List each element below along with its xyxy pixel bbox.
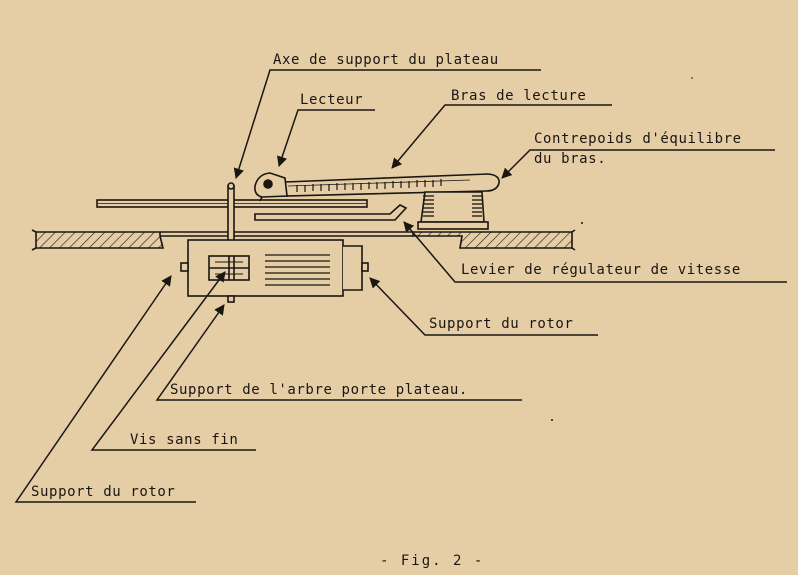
- leader-lecteur: [277, 109, 375, 167]
- leader-axe: [233, 69, 541, 180]
- label-contrepoids-line2: du bras.: [534, 151, 607, 167]
- leader-vis: [90, 271, 256, 451]
- label-contrepoids-line1: Contrepoids d'équilibre: [534, 131, 742, 147]
- base-plate: [31, 229, 576, 251]
- label-support-rotor-left: Support du rotor: [31, 484, 176, 500]
- leader-contrepoids: [501, 149, 775, 179]
- leader-arbre: [155, 304, 522, 401]
- leader-rotor-left: [14, 275, 196, 503]
- label-support-arbre: Support de l'arbre porte plateau.: [170, 382, 468, 398]
- label-levier-regulateur: Levier de régulateur de vitesse: [461, 262, 741, 278]
- label-lecteur: Lecteur: [300, 92, 364, 108]
- label-support-rotor-right: Support du rotor: [429, 316, 574, 332]
- leader-levier: [403, 221, 787, 283]
- leader-rotor-right: [369, 277, 598, 336]
- figure-caption: - Fig. 2 -: [380, 553, 485, 569]
- pickup-head: [254, 172, 288, 202]
- tone-arm: [284, 173, 500, 197]
- leader-bras: [391, 104, 612, 169]
- label-axe-support-plateau: Axe de support du plateau: [273, 52, 499, 68]
- label-bras-lecture: Bras de lecture: [451, 88, 587, 104]
- worm-gear: [208, 255, 250, 281]
- label-vis-sans-fin: Vis sans fin: [130, 432, 239, 448]
- platter-axle: [227, 182, 235, 247]
- arm-pivot-counterweight: [417, 191, 489, 230]
- speed-regulator-lever: [254, 204, 408, 221]
